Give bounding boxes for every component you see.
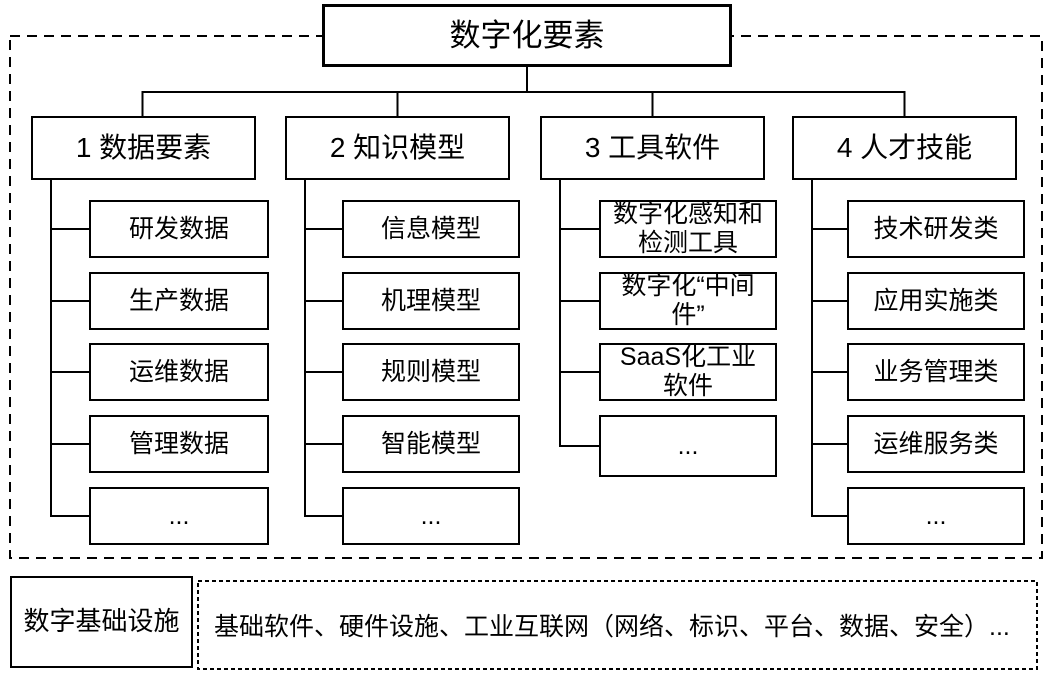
child-box-rule-model: 规则模型 — [342, 343, 520, 401]
infrastructure-description: 基础软件、硬件设施、工业互联网（网络、标识、平台、数据、安全）... — [214, 613, 1010, 641]
child-box-tech-rd: 技术研发类 — [847, 200, 1025, 258]
child-box-business-mgmt: 业务管理类 — [847, 343, 1025, 401]
child-box-rd-data: 研发数据 — [89, 200, 269, 258]
child-box-saas-software: SaaS化工业 软件 — [599, 343, 777, 401]
child-box-om-data: 运维数据 — [89, 343, 269, 401]
child-box-application-impl: 应用实施类 — [847, 272, 1025, 330]
child-box-sensing-tools: 数字化感知和 检测工具 — [599, 200, 777, 258]
child-box-management-data: 管理数据 — [89, 415, 269, 473]
child-box-model-ellipsis: ... — [342, 487, 520, 545]
category-box-data-elements: 1 数据要素 — [31, 116, 256, 180]
infra-dotted-border — [197, 580, 1038, 670]
child-box-om-service: 运维服务类 — [847, 415, 1025, 473]
child-box-mechanism-model: 机理模型 — [342, 272, 520, 330]
category-box-knowledge-models: 2 知识模型 — [285, 116, 510, 180]
category-box-tool-software: 3 工具软件 — [540, 116, 765, 180]
child-box-data-ellipsis: ... — [89, 487, 269, 545]
tree-connectors — [50, 67, 906, 517]
child-box-production-data: 生产数据 — [89, 272, 269, 330]
root-node-box: 数字化要素 — [322, 4, 732, 67]
child-box-middleware: 数字化“中间 件” — [599, 272, 777, 330]
category-box-talent-skills: 4 人才技能 — [792, 116, 1017, 180]
child-box-intelligent-model: 智能模型 — [342, 415, 520, 473]
infrastructure-label-box: 数字基础设施 — [10, 576, 193, 668]
child-box-software-ellipsis: ... — [599, 415, 777, 477]
child-box-information-model: 信息模型 — [342, 200, 520, 258]
child-box-skill-ellipsis: ... — [847, 487, 1025, 545]
